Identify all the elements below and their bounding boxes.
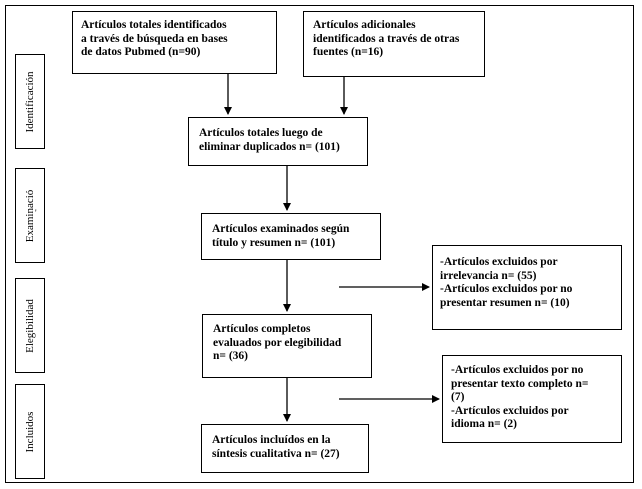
box-incluidos: Artículos incluídos en la síntesis cuali… bbox=[201, 424, 369, 473]
box-incluidos-text: Artículos incluídos en la síntesis cuali… bbox=[212, 434, 340, 460]
box-examinados-text: Artículos examinados según título y resu… bbox=[212, 223, 350, 249]
box-sin-duplicados-text: Artículos totales luego de eliminar dupl… bbox=[199, 127, 340, 153]
stage-incluidos: Incluidos bbox=[15, 384, 45, 479]
box-excluidos-2-text: -Artículos excluidos por no presentar te… bbox=[451, 364, 589, 430]
box-completos-text: Artículos completos evaluados por elegib… bbox=[213, 323, 342, 362]
box-pubmed-text: Artículos totales identificados a través… bbox=[81, 19, 228, 58]
box-sin-duplicados: Artículos totales luego de eliminar dupl… bbox=[188, 117, 368, 166]
box-excluidos-2: -Artículos excluidos por no presentar te… bbox=[442, 355, 622, 443]
box-excluidos-1: -Artículos excluidos por irrelevancia n=… bbox=[432, 245, 622, 330]
stage-elegibilidad: Elegibilidad bbox=[15, 278, 45, 373]
stage-identificacion: Identificación bbox=[15, 54, 45, 149]
box-examinados: Artículos examinados según título y resu… bbox=[201, 213, 381, 260]
stray-mark: ' bbox=[35, 208, 37, 218]
stage-examinacion: Examinació bbox=[15, 168, 45, 263]
box-adicionales: Artículos adicionales identificados a tr… bbox=[303, 11, 485, 77]
diagram-frame bbox=[5, 5, 634, 483]
box-adicionales-text: Artículos adicionales identificados a tr… bbox=[313, 19, 460, 58]
box-excluidos-1-text: -Artículos excluidos por irrelevancia n=… bbox=[440, 256, 573, 309]
box-completos: Artículos completos evaluados por elegib… bbox=[202, 314, 372, 378]
box-pubmed: Artículos totales identificados a través… bbox=[72, 11, 277, 74]
